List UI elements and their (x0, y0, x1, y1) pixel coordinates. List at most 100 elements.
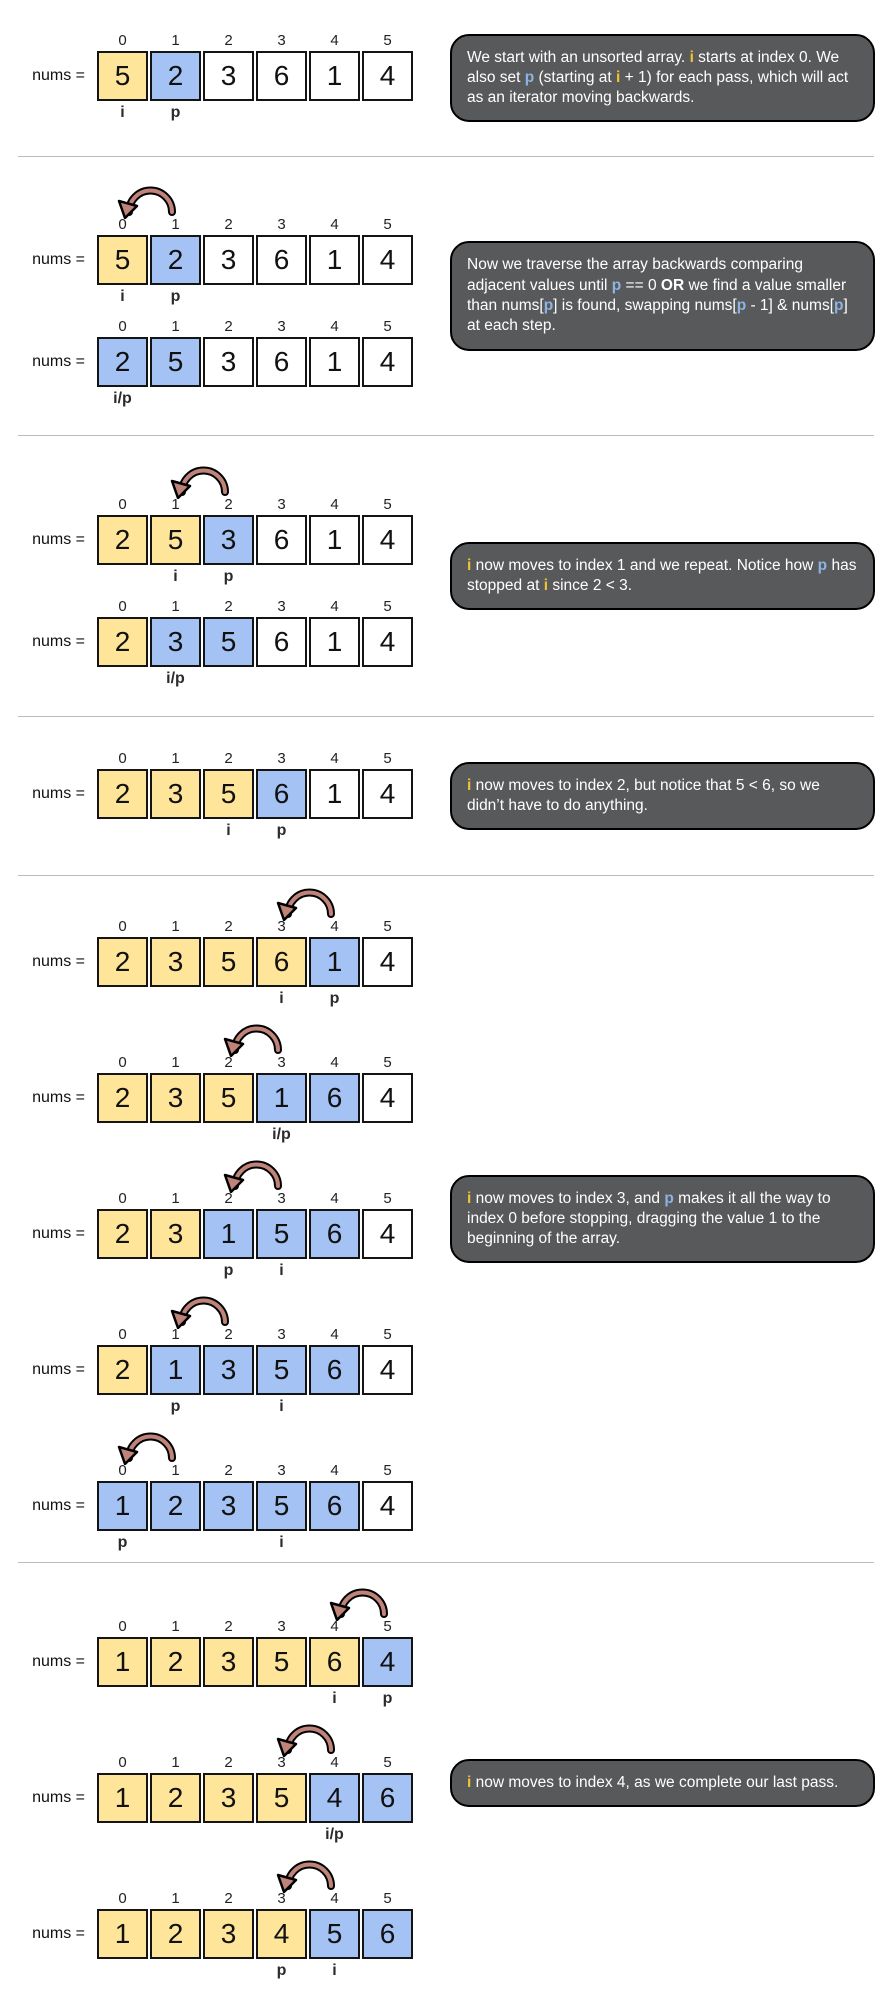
pointer-label (97, 565, 148, 589)
array-cell: 6 (309, 1481, 360, 1531)
array-cell: 4 (256, 1909, 307, 1959)
spacer (0, 1617, 97, 1637)
spacer (0, 1753, 97, 1773)
array-cell: 5 (256, 1345, 307, 1395)
pointer-label (309, 1395, 360, 1419)
pointer-label (256, 101, 307, 125)
index-label: 5 (383, 32, 392, 49)
array-cell: 6 (309, 1073, 360, 1123)
index-label: 0 (118, 32, 127, 49)
pointer-label: i (332, 1690, 337, 1707)
note-text: - 1] & nums[ (746, 297, 835, 314)
pointer-label (97, 1123, 148, 1147)
pointer-label (362, 987, 413, 1011)
index-label: 1 (171, 216, 180, 233)
index-label: 0 (118, 1326, 127, 1343)
note-text: Now we traverse the array backwards comp… (467, 256, 803, 294)
spacer (0, 1123, 97, 1147)
spacer (0, 1461, 97, 1481)
pointer-label: i (279, 1398, 284, 1415)
spacer (0, 387, 97, 411)
array-cell: 5 (97, 51, 148, 101)
index-label: 4 (330, 1890, 339, 1907)
array-cell: 1 (309, 515, 360, 565)
index-label: 2 (224, 496, 233, 513)
pointer-label (256, 1823, 307, 1847)
index-label: 2 (224, 750, 233, 767)
array-cell: 1 (97, 1481, 148, 1531)
index-label: 4 (330, 1326, 339, 1343)
array-cell: 1 (150, 1345, 201, 1395)
array-cell: 4 (362, 515, 413, 565)
swap-arrow-row (97, 1291, 415, 1329)
index-label: 5 (383, 1462, 392, 1479)
pointer-label (309, 667, 360, 691)
note-text: now moves to index 1 and we repeat. Noti… (471, 556, 818, 574)
note-text: now moves to index 2, but notice that 5 … (467, 776, 820, 814)
array-cell: 2 (97, 617, 148, 667)
array-cell: 4 (362, 1481, 413, 1531)
pointer-row: i/p (0, 1823, 450, 1847)
nums-label: nums = (32, 1925, 85, 1942)
pointer-row: i/p (0, 1123, 450, 1147)
pointer-label: i/p (325, 1826, 344, 1843)
index-label: 5 (383, 216, 392, 233)
pointer-label (97, 1687, 148, 1711)
spacer (0, 1259, 97, 1283)
index-label: 5 (383, 1054, 392, 1071)
array-cell: 2 (97, 515, 148, 565)
pointer-label: p (117, 1534, 128, 1551)
array-cell: 1 (203, 1209, 254, 1259)
array-cell: 3 (203, 1481, 254, 1531)
array-cell: 4 (362, 769, 413, 819)
pointer-label: i/p (166, 670, 185, 687)
array-cell: 1 (97, 1909, 148, 1959)
nums-label: nums = (32, 353, 85, 370)
index-label: 0 (118, 496, 127, 513)
note-column: Now we traverse the array backwards comp… (450, 241, 892, 351)
pointer-label: p (170, 288, 181, 305)
index-label: 4 (330, 598, 339, 615)
index-label: 1 (171, 1054, 180, 1071)
nums-label: nums = (32, 67, 85, 84)
explanation-box: i now moves to index 3, and p makes it a… (450, 1174, 875, 1264)
nums-label: nums = (32, 785, 85, 802)
index-label: 1 (171, 1190, 180, 1207)
index-label: 0 (118, 1190, 127, 1207)
array-cell: 2 (97, 1345, 148, 1395)
swap-arrow-row (97, 1019, 415, 1057)
section-divider (18, 1562, 874, 1563)
pointer-label (97, 667, 148, 691)
index-label: 1 (171, 318, 180, 335)
section-divider (18, 716, 874, 717)
array-cell: 6 (256, 937, 307, 987)
index-label: 4 (330, 918, 339, 935)
pointer-label (309, 387, 360, 411)
nums-label: nums = (32, 1653, 85, 1670)
swap-arrow-row (97, 883, 415, 921)
array-cell: 2 (150, 1773, 201, 1823)
note-column: i now moves to index 2, but notice that … (450, 761, 892, 831)
array-cell: 2 (97, 937, 148, 987)
index-label: 0 (118, 1054, 127, 1071)
index-label: 5 (383, 318, 392, 335)
index-label: 0 (118, 1890, 127, 1907)
swap-arrow-icon (170, 1296, 229, 1329)
index-label: 1 (171, 496, 180, 513)
nums-label: nums = (32, 1497, 85, 1514)
spacer (0, 565, 97, 589)
pointer-label (309, 819, 360, 843)
